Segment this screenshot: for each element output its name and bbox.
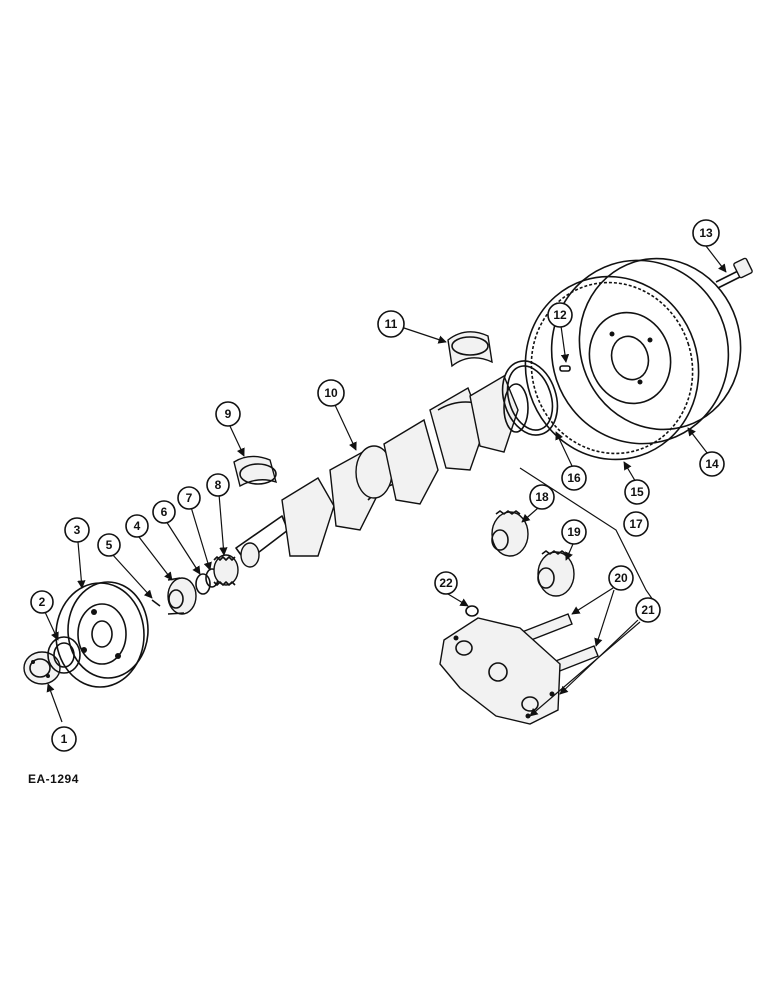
callout-17: 17 <box>623 511 649 537</box>
callout-5: 5 <box>97 533 121 557</box>
callout-19: 19 <box>561 519 587 545</box>
callout-20: 20 <box>608 565 634 591</box>
part-1-hub-cap <box>23 651 61 685</box>
svg-text:6: 6 <box>161 505 168 519</box>
part-6-o-ring <box>195 573 211 595</box>
svg-text:20: 20 <box>614 571 628 585</box>
callout-22: 22 <box>434 571 458 595</box>
svg-text:9: 9 <box>225 407 232 421</box>
svg-text:2: 2 <box>39 595 46 609</box>
callout-10: 10 <box>317 379 345 407</box>
part-9-bearing-shell <box>233 455 278 488</box>
svg-text:13: 13 <box>699 226 713 240</box>
part-10-crankshaft <box>235 374 529 568</box>
callout-7: 7 <box>177 486 201 510</box>
svg-text:12: 12 <box>553 308 567 322</box>
svg-text:16: 16 <box>567 471 581 485</box>
callout-8: 8 <box>206 473 230 497</box>
callout-14: 14 <box>699 451 725 477</box>
callout-3: 3 <box>64 517 90 543</box>
svg-text:8: 8 <box>215 478 222 492</box>
svg-text:7: 7 <box>186 491 193 505</box>
callout-13: 13 <box>692 219 720 247</box>
svg-text:11: 11 <box>385 317 398 331</box>
svg-text:3: 3 <box>74 523 81 537</box>
svg-text:19: 19 <box>567 525 581 539</box>
part-5-key <box>151 599 161 607</box>
callout-12: 12 <box>547 302 573 328</box>
part-13-bolt <box>715 257 753 289</box>
callout-11: 11 <box>377 310 405 338</box>
part-15-ring-gear <box>524 275 700 461</box>
part-17-balancer-housing <box>439 617 561 725</box>
callout-21: 21 <box>635 597 661 623</box>
svg-text:14: 14 <box>705 457 719 471</box>
callout-18: 18 <box>529 484 555 510</box>
svg-text:22: 22 <box>439 576 453 590</box>
svg-text:4: 4 <box>134 519 141 533</box>
figure-reference-code: EA-1294 <box>28 772 79 786</box>
callout-2: 2 <box>30 590 54 614</box>
part-3-crank-pulley <box>55 581 149 688</box>
callout-15: 15 <box>624 479 650 505</box>
callout-6: 6 <box>152 500 176 524</box>
svg-text:10: 10 <box>324 386 338 400</box>
callout-4: 4 <box>125 514 149 538</box>
callout-1: 1 <box>51 726 77 752</box>
callout-16: 16 <box>561 465 587 491</box>
svg-text:17: 17 <box>629 517 643 531</box>
part-12-dowel-pin <box>559 365 571 372</box>
part-8-crank-gear <box>213 554 239 586</box>
svg-text:18: 18 <box>535 490 549 504</box>
svg-text:21: 21 <box>641 603 655 617</box>
callout-9: 9 <box>215 401 241 427</box>
part-19-balancer-gear <box>537 550 575 597</box>
part-18-balancer-gear <box>491 510 529 557</box>
part-11-thrust-bearing <box>447 331 493 368</box>
leader-lines <box>44 245 727 723</box>
part-16-rear-seal <box>501 360 559 436</box>
svg-text:15: 15 <box>630 485 644 499</box>
part-14-flywheel <box>550 257 742 445</box>
svg-text:1: 1 <box>61 732 68 746</box>
part-22-o-ring <box>465 605 479 617</box>
part-4-spacer <box>167 577 197 615</box>
svg-text:5: 5 <box>106 538 113 552</box>
